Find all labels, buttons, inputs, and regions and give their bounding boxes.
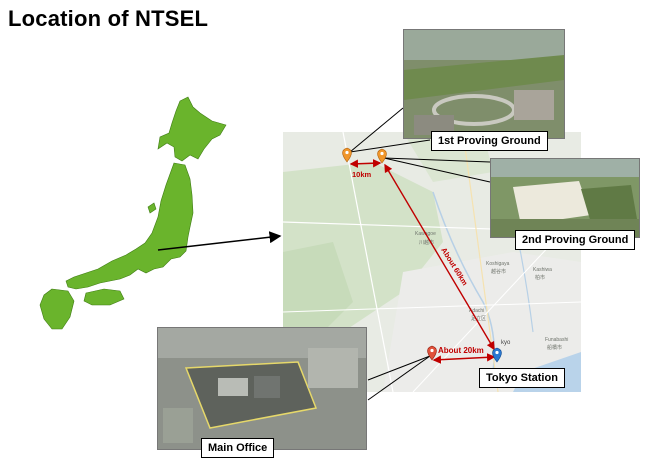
honshu-island <box>65 162 194 290</box>
label-first-proving-ground: 1st Proving Ground <box>431 131 548 151</box>
arrow-to-tokyo <box>384 163 495 351</box>
map-label-funabashi: Funabashi <box>545 337 569 343</box>
map-label-kashiwa-jp: 柏市 <box>535 275 546 281</box>
callout-line-first <box>349 107 404 153</box>
callout-line-office <box>367 355 431 381</box>
pin-tokyo-station <box>492 347 502 363</box>
map-label-tokyo: kyo <box>501 340 511 346</box>
pin-second-proving-ground <box>377 148 387 164</box>
arrow-office-station <box>432 353 496 364</box>
pin-first-proving-ground <box>342 147 352 163</box>
japan-map <box>39 96 227 330</box>
map-label-kashiwa: Kashiwa <box>533 267 552 273</box>
page-title: Location of NTSEL <box>8 6 209 31</box>
pin-main-office <box>427 345 437 361</box>
map-label-funabashi-jp: 船橋市 <box>547 345 563 351</box>
label-tokyo-station: Tokyo Station <box>479 368 565 388</box>
kyushu-island <box>39 288 75 330</box>
sado-island <box>147 202 157 214</box>
distance-label-office: About 20km <box>438 346 484 355</box>
main-office-photo <box>157 327 367 450</box>
japan-to-map-arrow <box>157 231 282 251</box>
hokkaido-island <box>157 96 227 162</box>
first-proving-ground-photo <box>403 29 565 139</box>
shikoku-island <box>83 288 125 306</box>
map-label-koshigaya: Koshigaya <box>486 261 510 267</box>
callout-line-second <box>383 157 491 163</box>
arrow-between-grounds <box>349 159 382 168</box>
label-main-office: Main Office <box>201 438 275 458</box>
label-second-proving-ground: 2nd Proving Ground <box>515 230 636 250</box>
callout-line-first-2 <box>349 139 431 153</box>
map-label-koshigaya-jp: 越谷市 <box>491 269 507 275</box>
distance-label-grounds: 10km <box>352 170 372 179</box>
second-proving-ground-photo <box>490 158 640 238</box>
callout-line-office-2 <box>367 355 431 401</box>
